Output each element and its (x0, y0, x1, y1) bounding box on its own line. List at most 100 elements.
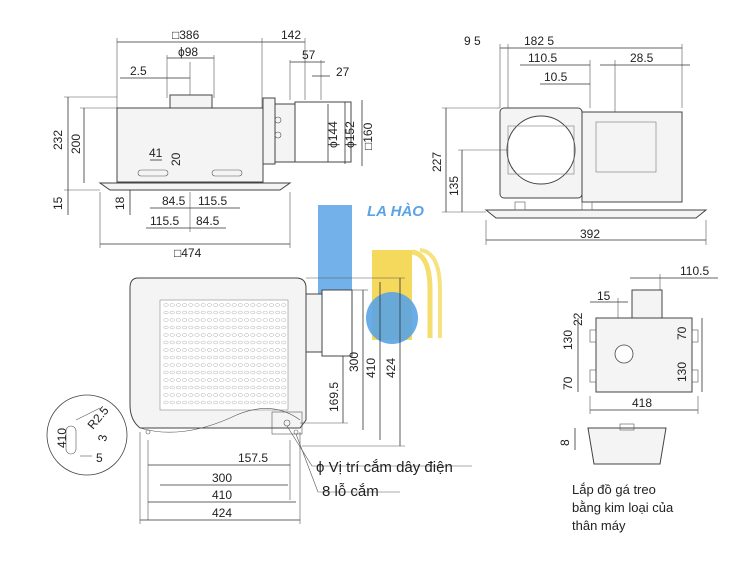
grille-hole (256, 318, 262, 322)
grille-hole (182, 370, 188, 375)
logo: LA HÀO (318, 203, 442, 344)
grille-hole (188, 355, 194, 360)
bracket-dim-418: 418 (632, 396, 652, 410)
dim-phi98: ϕ98 (178, 45, 198, 59)
grille-hole (256, 355, 262, 360)
grille-hole (175, 310, 181, 315)
dim-10-5: 10.5 (544, 70, 568, 84)
grille-hole (175, 355, 181, 360)
grille-hole (169, 340, 175, 345)
dim-300-vertical: 300 (347, 352, 361, 372)
grille-hole (262, 303, 268, 307)
grille-hole (256, 348, 262, 352)
grille-hole (231, 355, 237, 360)
grille-hole (200, 310, 206, 315)
grille-hole (213, 333, 219, 337)
dim-160: □160 (361, 122, 375, 150)
grille-hole (169, 378, 175, 382)
logo-stripe (411, 249, 433, 338)
grille-hole (275, 340, 280, 345)
grille-hole (169, 325, 175, 330)
grille-hole (268, 318, 274, 322)
grille-hole (237, 363, 243, 367)
grille-hole (250, 400, 256, 405)
grille-hole (175, 340, 181, 345)
bracket-caption-line3: thân máy (572, 518, 626, 533)
duct-collar (274, 103, 296, 163)
grille-hole (275, 370, 280, 375)
grille-hole (194, 333, 200, 337)
grille-hole (206, 378, 212, 382)
grille-hole (213, 393, 219, 397)
grille-hole (244, 370, 250, 375)
grille-hole (169, 393, 175, 397)
grille-hole (268, 393, 274, 397)
grille-hole (237, 333, 243, 337)
grille-hole (250, 363, 256, 367)
grille-hole (206, 400, 212, 405)
detail-r2-5: R2.5 (85, 403, 112, 432)
grille-hole (250, 348, 256, 352)
grille-hole (169, 333, 175, 337)
grille-hole (219, 393, 225, 397)
dim-410-vertical: 410 (364, 358, 378, 378)
dim-20: 20 (169, 152, 183, 166)
grille-hole (200, 340, 206, 345)
grille-hole (275, 333, 280, 337)
grille-hole (188, 333, 194, 337)
grille-hole (219, 325, 225, 330)
grille-hole (275, 348, 280, 352)
dim-424-horizontal: 424 (212, 506, 232, 520)
note-holes: 8 lỗ cắm (322, 483, 379, 500)
grille-hole (275, 310, 280, 315)
dim-28-5: 28.5 (630, 51, 654, 65)
grille-hole (206, 325, 212, 330)
grille-hole (256, 385, 262, 390)
dim-157-5: 157.5 (238, 451, 268, 465)
grille-hole (281, 333, 287, 337)
grille-hole (225, 385, 231, 390)
grille-hole (163, 370, 169, 375)
grille-hole (182, 310, 188, 315)
grille-hole (163, 303, 169, 307)
grille-hole (182, 363, 188, 367)
grille-hole (244, 310, 250, 315)
grille-hole (244, 355, 250, 360)
grille-hole (250, 385, 256, 390)
grille-hole (182, 378, 188, 382)
grille-hole (250, 378, 256, 382)
grille-hole (237, 310, 243, 315)
grille-hole (200, 363, 206, 367)
grille-hole (213, 355, 219, 360)
bracket-dim-70a: 70 (561, 376, 575, 390)
grille-hole (219, 318, 225, 322)
grille-hole (182, 348, 188, 352)
grille-hole (213, 318, 219, 322)
grille-hole (225, 370, 231, 375)
grille-hole (262, 333, 268, 337)
grille-hole (244, 318, 250, 322)
grille-hole (268, 303, 274, 307)
grille-hole (231, 378, 237, 382)
grille-hole (219, 385, 225, 390)
grille-hole (206, 318, 212, 322)
grille-hole (231, 303, 237, 307)
bracket-dim-70b: 70 (675, 326, 689, 340)
grille-hole (268, 355, 274, 360)
grille-hole (275, 400, 280, 405)
grille-hole (219, 363, 225, 367)
grille-hole (219, 370, 225, 375)
grille-hole (206, 355, 212, 360)
grille-hole (268, 340, 274, 345)
grille-hole (237, 348, 243, 352)
grille-hole (225, 325, 231, 330)
grille-hole (262, 318, 268, 322)
grille-hole (268, 363, 274, 367)
grille-hole (219, 378, 225, 382)
grille-hole (268, 378, 274, 382)
intake-grille (159, 299, 289, 411)
grille-hole (206, 303, 212, 307)
top-duct-nozzle (169, 94, 213, 110)
grille-hole (182, 333, 188, 337)
